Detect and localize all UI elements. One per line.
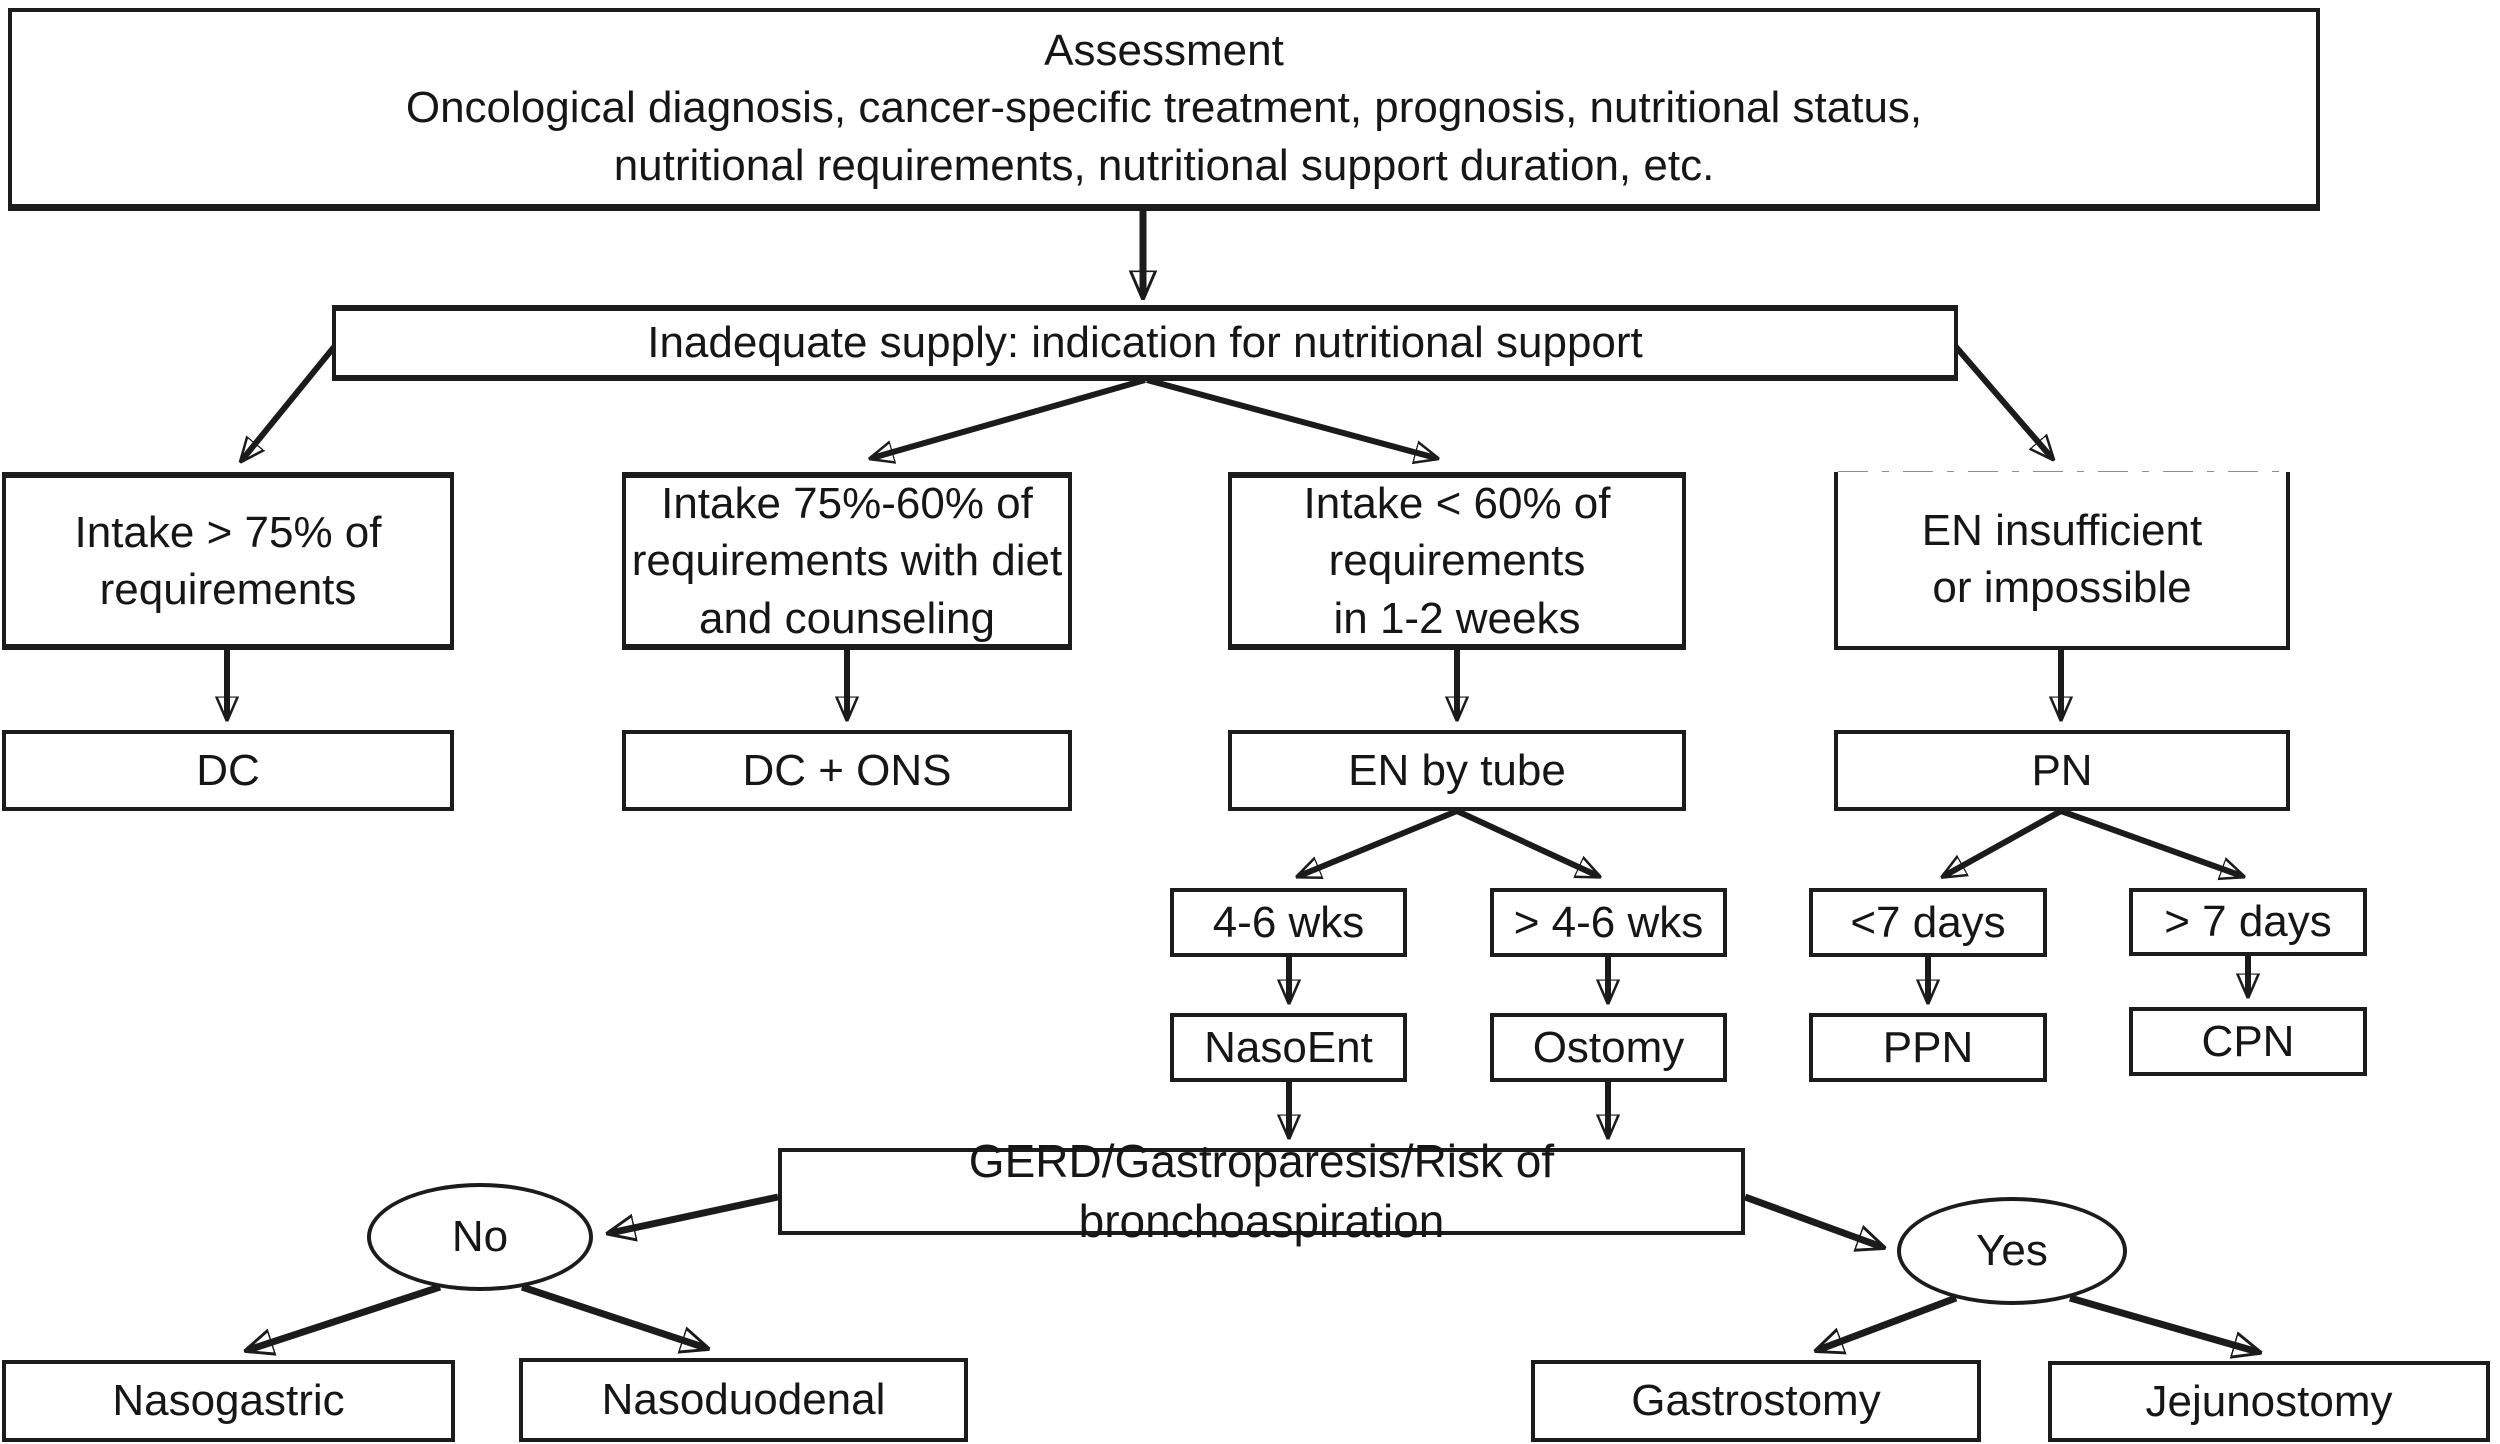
node-gastrostomy: Gastrostomy <box>1531 1360 1981 1442</box>
node-en-insufficient: EN insufficient or impossible <box>1834 472 2290 650</box>
node-gerd-decision: GERD/Gastroparesis/Risk of bronchoaspira… <box>778 1135 1745 1247</box>
node-gt-4-6-wks: > 4-6 wks <box>1490 888 1727 957</box>
node-4-6-wks: 4-6 wks <box>1170 888 1407 957</box>
node-en-by-tube: EN by tube <box>1228 730 1686 811</box>
node-lt-7-days: <7 days <box>1809 888 2047 957</box>
node-no: No <box>367 1183 593 1291</box>
node-intake-gt-75: Intake > 75% of requirements <box>2 472 454 650</box>
node-nasogastric: Nasogastric <box>2 1360 455 1442</box>
node-yes: Yes <box>1897 1197 2127 1305</box>
node-ostomy: Ostomy <box>1490 1013 1727 1082</box>
node-pn: PN <box>1834 730 2290 811</box>
node-intake-lt-60: Intake < 60% of requirements in 1-2 week… <box>1228 472 1686 650</box>
node-nasoduodenal: Nasoduodenal <box>519 1358 968 1442</box>
node-inadequate-supply: Inadequate supply: indication for nutrit… <box>332 305 1958 381</box>
node-jejunostomy: Jejunostomy <box>2048 1361 2490 1442</box>
node-gt-7-days: > 7 days <box>2129 888 2367 956</box>
node-intake-75-60: Intake 75%-60% of requirements with diet… <box>622 472 1072 650</box>
node-cpn: CPN <box>2129 1007 2367 1076</box>
node-ppn: PPN <box>1809 1013 2047 1082</box>
node-assessment: Assessment Oncological diagnosis, cancer… <box>8 8 2320 211</box>
node-dc: DC <box>2 730 454 811</box>
node-nasoent: NasoEnt <box>1170 1013 1407 1082</box>
node-dc-ons: DC + ONS <box>622 730 1072 811</box>
